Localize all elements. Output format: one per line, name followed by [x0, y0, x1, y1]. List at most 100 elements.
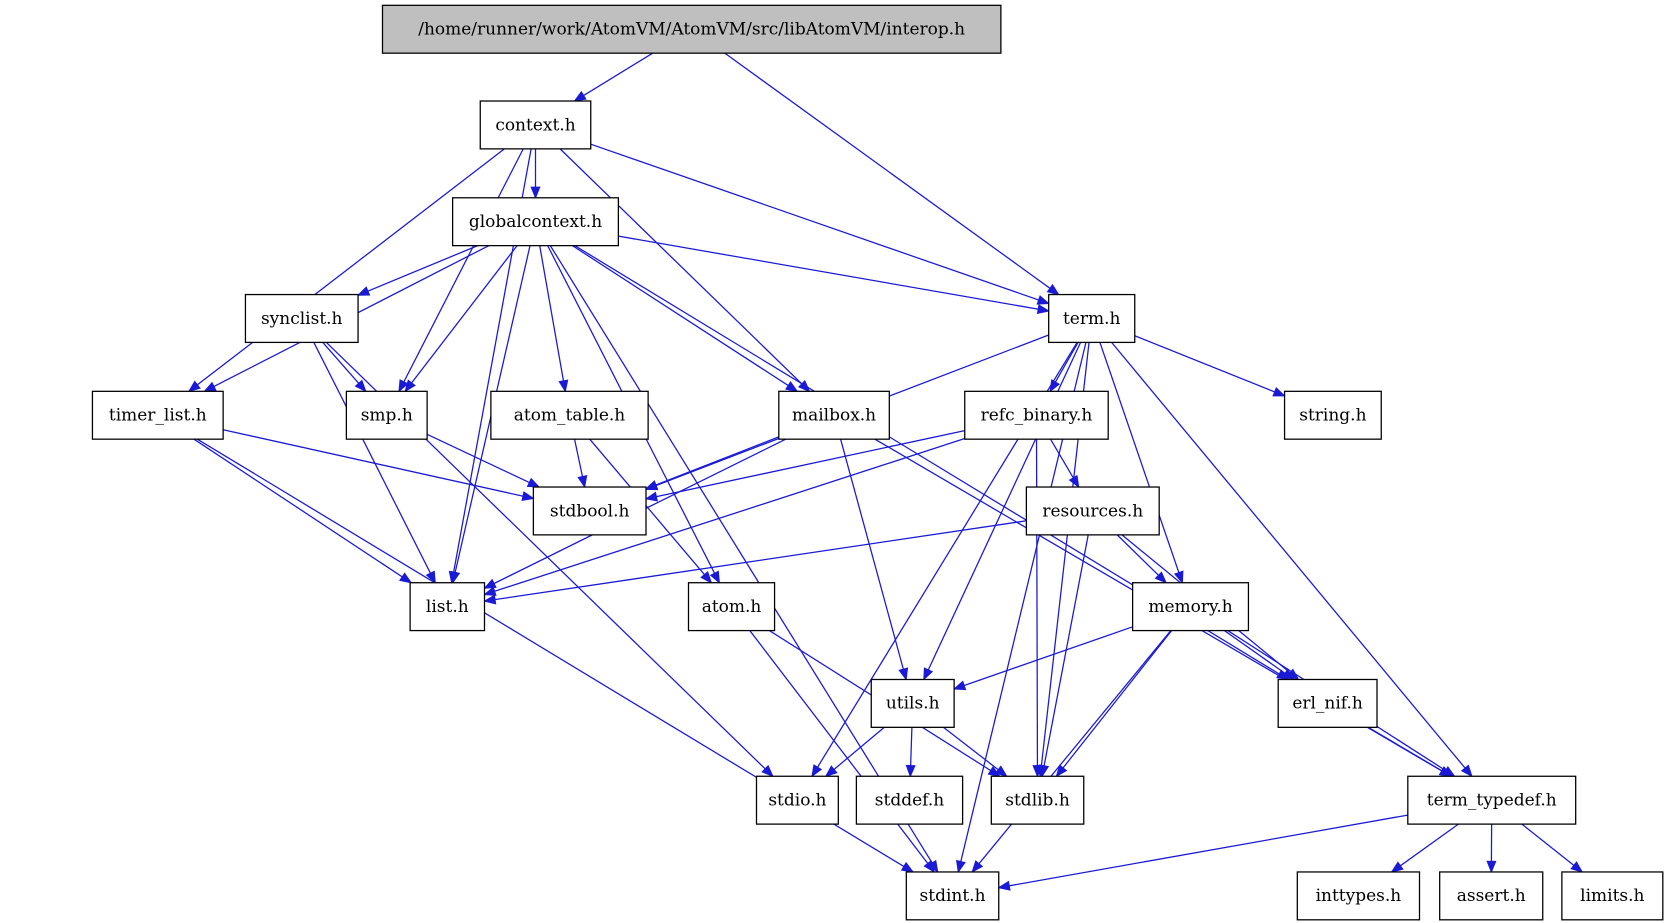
node-mailbox[interactable]: mailbox.h — [778, 390, 890, 440]
node-label: limits.h — [1580, 886, 1644, 906]
node-refc-binary[interactable]: refc_binary.h — [964, 390, 1109, 440]
edge-memory-to-stdint — [971, 630, 1172, 873]
edge-mailbox-to-stdbool — [645, 436, 780, 490]
arrowhead-icon — [1036, 295, 1051, 305]
node-label: erl_nif.h — [1292, 694, 1363, 714]
arrowhead-icon — [483, 578, 497, 589]
node-stdint[interactable]: stdint.h — [905, 871, 1000, 921]
edge-interop-to-term — [724, 52, 1060, 296]
arrowhead-icon — [644, 480, 659, 490]
node-memory[interactable]: memory.h — [1131, 582, 1250, 632]
node-box — [1561, 871, 1664, 921]
node-label: /home/runner/work/AtomVM/AtomVM/src/libA… — [418, 20, 965, 40]
arrowhead-icon — [811, 764, 823, 778]
node-string[interactable]: string.h — [1283, 390, 1382, 440]
arrowhead-icon — [644, 491, 658, 502]
node-box — [1048, 293, 1136, 344]
edge-refc_binary-to-list — [484, 437, 965, 596]
arrowhead-icon — [1460, 764, 1473, 778]
edge-globalcontext-to-mailbox — [572, 245, 798, 392]
arrowhead-icon — [905, 764, 916, 778]
arrowhead-icon — [1438, 766, 1453, 777]
node-box — [1407, 775, 1577, 825]
arrowhead-icon — [526, 477, 541, 488]
arrowhead-icon — [1032, 765, 1043, 778]
node-label: stdint.h — [920, 886, 986, 906]
arrowhead-icon — [521, 491, 535, 501]
node-box — [1131, 582, 1250, 632]
node-label: stdbool.h — [550, 501, 630, 521]
node-utils[interactable]: utils.h — [870, 678, 955, 728]
node-globalcontext[interactable]: globalcontext.h — [451, 197, 620, 247]
node-label: smp.h — [361, 406, 413, 426]
node-box — [687, 582, 776, 632]
edge-erl_nif-to-term_typedef — [1367, 726, 1452, 777]
edge-globalcontext-to-smp — [404, 245, 518, 392]
node-label: stdio.h — [768, 790, 826, 810]
node-label: stddef.h — [875, 790, 944, 810]
node-box — [1296, 871, 1421, 921]
node-box — [870, 678, 955, 728]
node-inttypes[interactable]: inttypes.h — [1296, 871, 1421, 921]
node-label: term_typedef.h — [1427, 790, 1557, 810]
arrowhead-icon — [709, 570, 720, 584]
node-box — [381, 4, 1002, 54]
edge-resources-to-list — [484, 520, 1027, 602]
node-term-typedef[interactable]: term_typedef.h — [1407, 775, 1577, 825]
node-atom-table[interactable]: atom_table.h — [490, 390, 649, 440]
edge-term-to-memory — [1099, 342, 1183, 583]
arrowhead-icon — [404, 379, 416, 393]
edge-context-to-smp — [398, 148, 524, 392]
edges-layer — [187, 52, 1584, 891]
edge-resources-to-memory — [1116, 534, 1167, 584]
node-assert[interactable]: assert.h — [1439, 871, 1544, 921]
node-label: atom.h — [702, 597, 762, 617]
nodes-layer: /home/runner/work/AtomVM/AtomVM/src/libA… — [91, 4, 1664, 921]
node-smp[interactable]: smp.h — [345, 390, 428, 440]
node-context[interactable]: context.h — [479, 100, 592, 150]
arrowhead-icon — [761, 764, 774, 778]
node-box — [1025, 486, 1160, 536]
node-list[interactable]: list.h — [409, 582, 486, 632]
node-stdlib[interactable]: stdlib.h — [990, 775, 1085, 825]
arrowhead-icon — [1272, 387, 1286, 397]
node-interop[interactable]: /home/runner/work/AtomVM/AtomVM/src/libA… — [381, 4, 1002, 54]
node-synclist[interactable]: synclist.h — [244, 293, 359, 344]
node-box — [345, 390, 428, 440]
arrowhead-icon — [399, 572, 413, 584]
node-stdio[interactable]: stdio.h — [755, 775, 839, 825]
node-box — [1439, 871, 1544, 921]
node-box — [855, 775, 964, 825]
edge-term-to-string — [1134, 335, 1285, 397]
arrowhead-icon — [700, 570, 713, 584]
arrowhead-icon — [577, 475, 588, 489]
node-label: string.h — [1299, 406, 1366, 426]
arrowhead-icon — [997, 880, 1011, 891]
edge-globalcontext-to-term — [618, 235, 1049, 312]
node-stddef[interactable]: stddef.h — [855, 775, 964, 825]
edge-mailbox-to-utils — [839, 439, 907, 680]
node-atom[interactable]: atom.h — [687, 582, 776, 632]
node-timer-list[interactable]: timer_list.h — [91, 390, 224, 440]
node-term[interactable]: term.h — [1048, 293, 1136, 344]
edge-memory-to-stdlib — [1055, 630, 1173, 777]
node-stdbool[interactable]: stdbool.h — [532, 486, 647, 536]
edge-context-to-term — [590, 143, 1049, 305]
node-label: utils.h — [886, 694, 940, 714]
edge-timer_list-to-list — [193, 438, 412, 584]
node-label: stdlib.h — [1005, 790, 1070, 810]
arrowhead-icon — [483, 586, 497, 596]
edge-term_typedef-to-stdint — [998, 814, 1408, 889]
edge-globalcontext-to-synclist — [357, 245, 478, 296]
arrowhead-icon — [923, 860, 936, 874]
node-box — [451, 197, 620, 247]
node-box — [990, 775, 1085, 825]
arrowhead-icon — [203, 381, 217, 392]
node-limits[interactable]: limits.h — [1561, 871, 1664, 921]
node-erl-nif[interactable]: erl_nif.h — [1277, 678, 1378, 728]
node-resources[interactable]: resources.h — [1025, 486, 1160, 536]
node-box — [964, 390, 1109, 440]
node-box — [905, 871, 1000, 921]
arrowhead-icon — [1281, 668, 1295, 681]
